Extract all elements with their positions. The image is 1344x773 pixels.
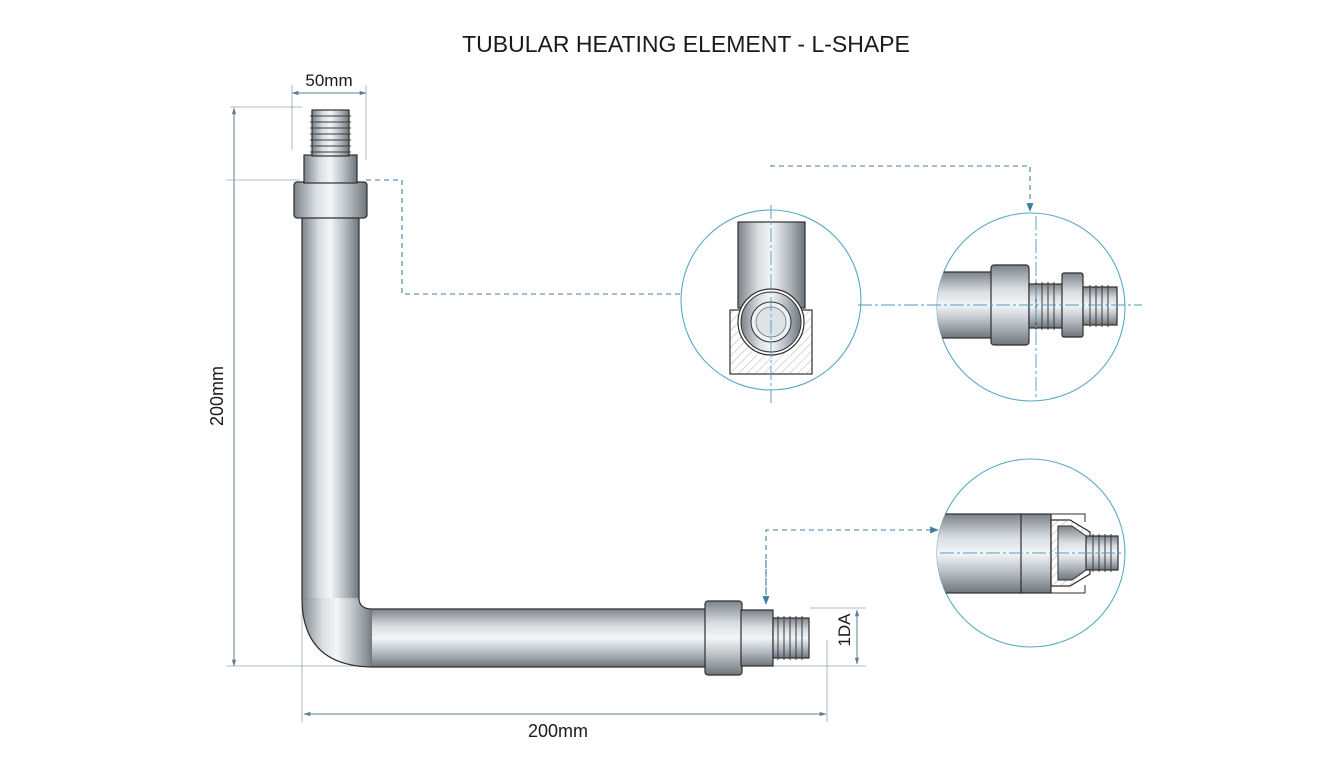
dim-end-diameter: 1DA	[835, 613, 854, 647]
end-terminal-fitting	[704, 600, 810, 676]
top-terminal-fitting	[293, 109, 368, 219]
dim-terminal-width: 50mm	[305, 71, 352, 90]
detail-view-end-cap	[936, 458, 1126, 648]
detail-view-terminal	[858, 212, 1142, 402]
leader-lines	[366, 165, 1034, 605]
dim-horizontal-length: 200mm	[528, 721, 588, 741]
drawing-title: TUBULAR HEATING ELEMENT - L-SHAPE	[462, 31, 910, 57]
detail-view-cross-section	[680, 205, 862, 405]
dim-vertical-height: 200mm	[207, 366, 227, 426]
heating-element-tube	[301, 216, 706, 668]
